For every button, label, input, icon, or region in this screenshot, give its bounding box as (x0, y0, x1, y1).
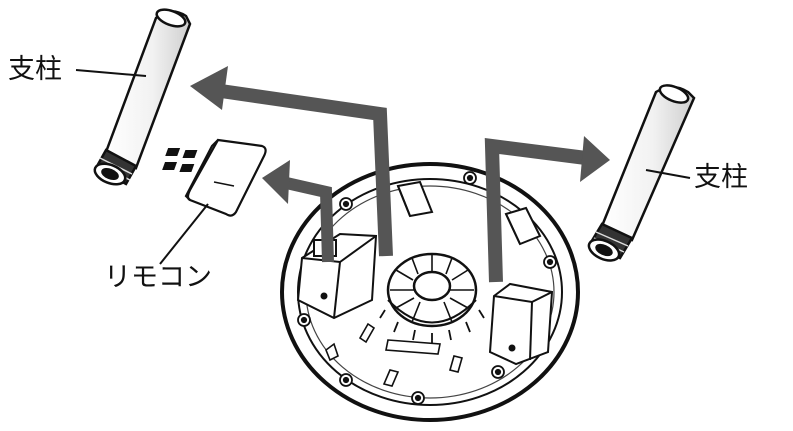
screw-bosses (297, 171, 557, 405)
arrow-to-remote (262, 160, 334, 263)
right-component-box (488, 282, 554, 366)
remote-control (162, 138, 267, 217)
leader-line-remote (159, 203, 209, 265)
left-component-box (296, 232, 378, 320)
fan-base (280, 162, 580, 422)
leader-lines (75, 69, 691, 265)
label-pillar-left: 支柱 (8, 54, 62, 85)
pillar-right (587, 84, 696, 262)
center-hub (379, 252, 485, 343)
arrow-to-left-pillar (190, 66, 393, 257)
direction-arrows (190, 66, 610, 283)
label-pillar-right: 支柱 (694, 162, 748, 193)
label-remote: リモコン (104, 262, 212, 293)
rim-clips (325, 322, 463, 387)
arrow-to-right-pillar (484, 136, 610, 283)
remote-buttons (162, 148, 198, 172)
pillar-left (93, 8, 192, 186)
leader-line-pillar-left (75, 69, 147, 77)
leader-line-pillar-right (645, 169, 691, 179)
pillar-sockets (396, 180, 542, 246)
